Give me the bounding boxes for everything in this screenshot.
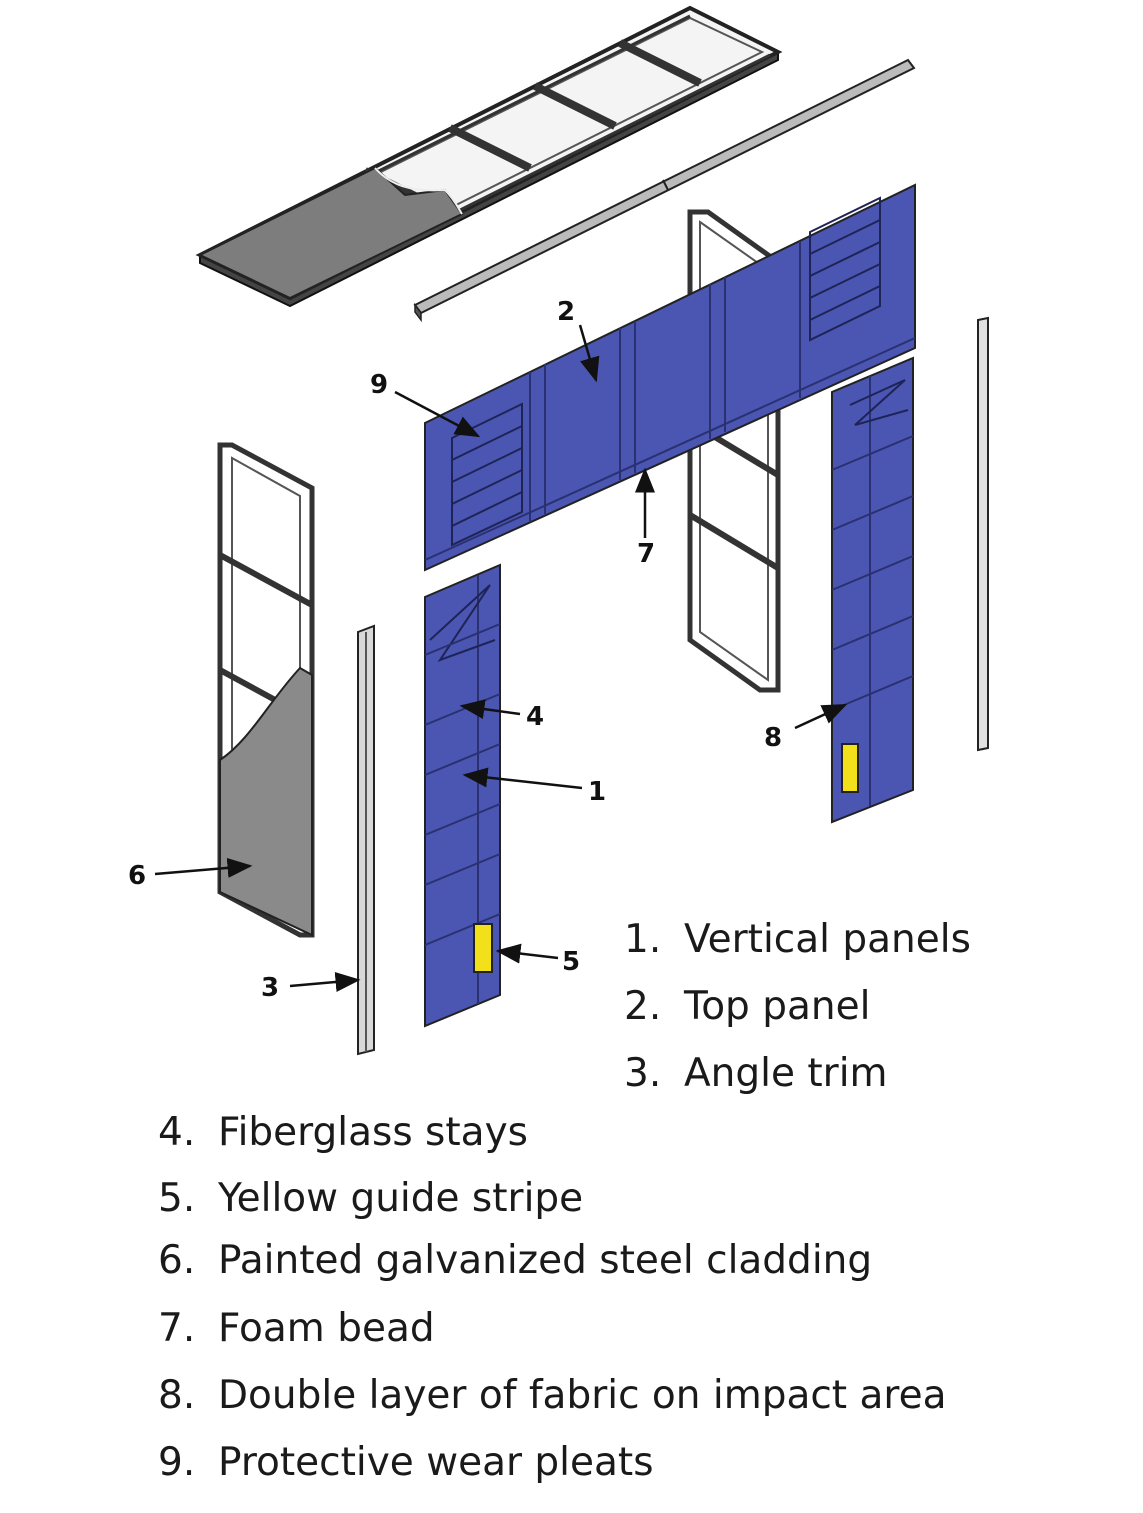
callout-3: 3 [261,973,279,1003]
right-angle-trim [977,316,989,752]
legend-label: Fiberglass stays [218,1110,528,1155]
legend-number: 7. [158,1306,196,1351]
legend-number: 5. [158,1176,196,1221]
legend-label: Painted galvanized steel cladding [218,1238,873,1283]
legend-label: Double layer of fabric on impact area [218,1373,947,1418]
legend-label: Vertical panels [684,917,971,962]
legend-item-wear-pleats: 9. Protective wear pleats [158,1443,654,1482]
callout-6: 6 [128,861,146,891]
legend-item-double-layer-fabric: 8. Double layer of fabric on impact area [158,1376,946,1415]
left-angle-trim [357,624,375,1056]
legend-item-vertical-panels: 1. Vertical panels [624,920,971,959]
callout-5: 5 [562,947,580,977]
legend-number: 9. [158,1440,196,1485]
legend-label: Foam bead [218,1306,435,1351]
top-angle-trim [413,58,916,323]
legend-number: 3. [624,1051,662,1096]
callout-9: 9 [370,370,388,400]
leader-lines [154,324,848,992]
callout-7: 7 [637,539,655,569]
legend-item-foam-bead: 7. Foam bead [158,1309,435,1348]
callout-8: 8 [764,723,782,753]
legend-item-top-panel: 2. Top panel [624,987,870,1026]
legend-label: Protective wear pleats [218,1440,654,1485]
legend-item-angle-trim: 3. Angle trim [624,1054,888,1093]
legend-item-yellow-guide-stripe: 5. Yellow guide stripe [158,1179,583,1218]
callout-4: 4 [526,702,544,732]
left-vertical-panel [424,563,501,1028]
callout-1: 1 [588,777,606,807]
legend-number: 6. [158,1238,196,1283]
legend-item-fiberglass-stays: 4. Fiberglass stays [158,1113,528,1152]
legend-number: 1. [624,917,662,962]
left-frame [217,442,315,938]
legend-number: 2. [624,984,662,1029]
legend-number: 8. [158,1373,196,1418]
top-frame [195,5,783,308]
legend-label: Yellow guide stripe [218,1176,584,1221]
callout-2: 2 [557,297,575,327]
top-panel [424,183,916,572]
legend-label: Top panel [684,984,871,1029]
legend-item-steel-cladding: 6. Painted galvanized steel cladding [158,1241,872,1280]
legend-label: Angle trim [684,1051,888,1096]
legend-number: 4. [158,1110,196,1155]
right-vertical-panel [831,356,914,824]
